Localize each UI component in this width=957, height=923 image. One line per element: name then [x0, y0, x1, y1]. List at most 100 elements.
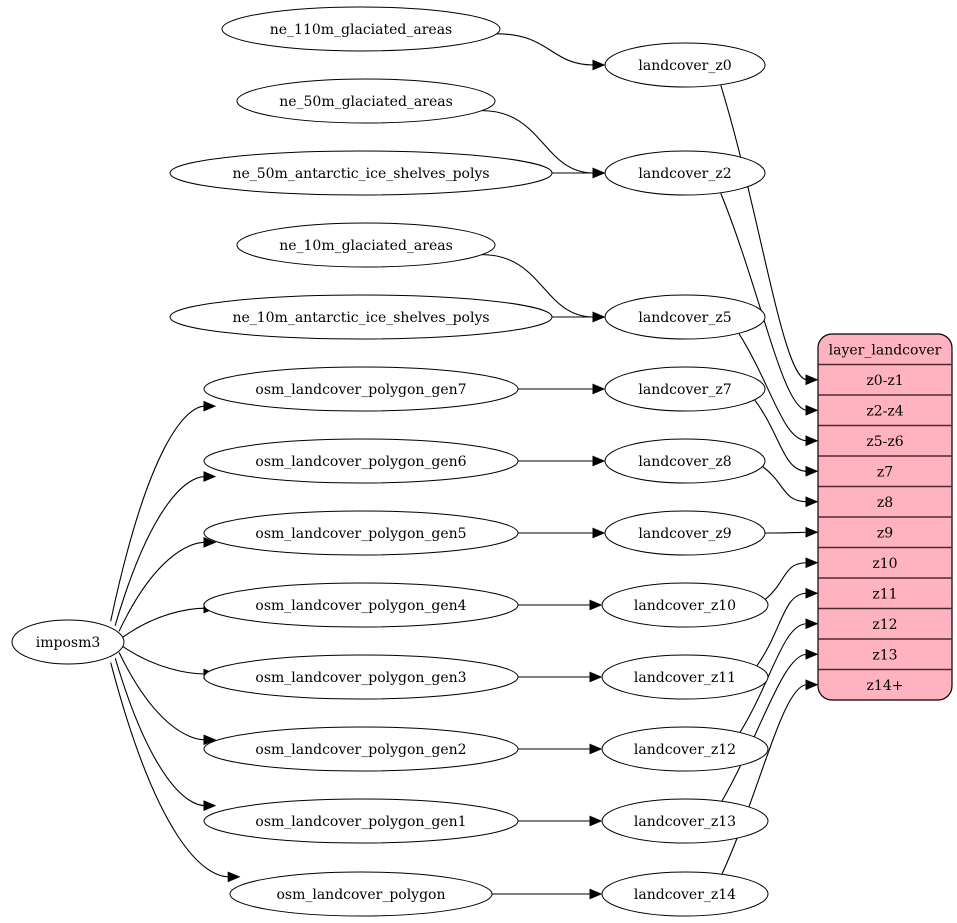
edge-ne_110m_glaciated_areas-to-landcover_z0 [496, 33, 606, 71]
edges-layer [110, 33, 819, 900]
node-landcover_z5[interactable]: landcover_z5 [604, 294, 766, 340]
node-label: ne_50m_antarctic_ice_shelves_polys [232, 166, 489, 182]
node-ellipse [203, 798, 519, 844]
edge-line [720, 85, 808, 381]
table-row-z2-z4[interactable]: z2-z4 [818, 394, 952, 419]
node-label: osm_landcover_polygon_gen3 [255, 670, 466, 686]
node-osm_landcover_polygon_gen6[interactable]: osm_landcover_polygon_gen6 [203, 438, 519, 484]
node-ne_10m_glaciated_areas[interactable]: ne_10m_glaciated_areas [236, 222, 496, 268]
node-osm_landcover_polygon[interactable]: osm_landcover_polygon [229, 871, 493, 917]
table-row-label: z2-z4 [866, 403, 903, 419]
node-landcover_z9[interactable]: landcover_z9 [604, 510, 766, 556]
node-ellipse [169, 294, 553, 340]
arrow-head [203, 734, 217, 746]
node-imposm3[interactable]: imposm3 [11, 619, 125, 665]
table-row-z11[interactable]: z11 [818, 577, 952, 602]
edge-line [738, 333, 808, 442]
node-ne_50m_antarctic_ice_shelves_polys[interactable]: ne_50m_antarctic_ice_shelves_polys [169, 150, 553, 196]
arrow-head [805, 648, 819, 660]
node-osm_landcover_polygon_gen7[interactable]: osm_landcover_polygon_gen7 [203, 366, 519, 412]
node-label: osm_landcover_polygon_gen6 [255, 454, 466, 470]
node-ne_110m_glaciated_areas[interactable]: ne_110m_glaciated_areas [221, 6, 501, 52]
node-landcover_z8[interactable]: landcover_z8 [604, 438, 766, 484]
node-ellipse [601, 798, 769, 844]
node-ellipse [203, 438, 519, 484]
layer-landcover-table[interactable]: layer_landcover z0-z1 z2-z4 z5-z6 z7 z8 z9 z10 z… [817, 333, 953, 701]
arrow-head [805, 587, 819, 599]
node-osm_landcover_polygon_gen4[interactable]: osm_landcover_polygon_gen4 [203, 582, 519, 628]
node-label: landcover_z13 [634, 814, 736, 830]
node-label: osm_landcover_polygon_gen5 [255, 526, 466, 542]
edge-line [721, 684, 808, 874]
arrow-head [805, 618, 819, 630]
node-ellipse [203, 654, 519, 700]
edge-osm_landcover_polygon_gen3-to-landcover_z11 [518, 671, 603, 683]
node-landcover_z2[interactable]: landcover_z2 [604, 150, 766, 196]
edge-line [764, 562, 808, 600]
table-row-z13[interactable]: z13 [818, 638, 952, 663]
table-row-z7[interactable]: z7 [818, 455, 952, 480]
edge-line [110, 405, 206, 622]
edge-imposm3-to-osm_landcover_polygon_gen3 [121, 645, 217, 680]
arrow-head [592, 311, 606, 323]
edge-imposm3-to-osm_landcover_polygon_gen5 [118, 537, 217, 632]
node-label: imposm3 [36, 635, 101, 651]
node-label: landcover_z7 [638, 382, 731, 398]
edge-osm_landcover_polygon_gen1-to-landcover_z13 [518, 815, 603, 827]
edge-landcover_z8-to-table-z8 [762, 466, 819, 508]
arrow-head [589, 671, 603, 683]
node-osm_landcover_polygon_gen1[interactable]: osm_landcover_polygon_gen1 [203, 798, 519, 844]
node-landcover_z10[interactable]: landcover_z10 [601, 582, 769, 628]
node-ellipse [604, 366, 766, 412]
node-landcover_z14[interactable]: landcover_z14 [601, 871, 769, 917]
edge-line [482, 110, 595, 174]
table-row-z5-z6[interactable]: z5-z6 [818, 424, 952, 450]
arrow-head [805, 557, 819, 569]
edge-imposm3-to-osm_landcover_polygon [110, 662, 241, 883]
table-row-z10[interactable]: z10 [818, 546, 952, 572]
arrow-head [805, 435, 819, 447]
node-label: osm_landcover_polygon_gen4 [255, 598, 466, 614]
table-row-z9[interactable]: z9 [818, 516, 952, 541]
node-ellipse [203, 510, 519, 556]
table-row-z8[interactable]: z8 [818, 485, 952, 511]
node-osm_landcover_polygon_gen5[interactable]: osm_landcover_polygon_gen5 [203, 510, 519, 556]
node-ellipse [604, 294, 766, 340]
node-label: osm_landcover_polygon_gen7 [255, 382, 466, 398]
node-ne_10m_antarctic_ice_shelves_polys[interactable]: ne_10m_antarctic_ice_shelves_polys [169, 294, 553, 340]
edge-line [721, 653, 808, 802]
node-ellipse [229, 871, 493, 917]
edge-landcover_z2-to-table-z2-z4 [720, 193, 819, 416]
node-landcover_z7[interactable]: landcover_z7 [604, 366, 766, 412]
arrow-head [592, 527, 606, 539]
table-row-z0-z1[interactable]: z0-z1 [818, 363, 952, 389]
node-landcover_z0[interactable]: landcover_z0 [604, 42, 766, 88]
table-header-cell[interactable]: layer_landcover [829, 342, 942, 358]
node-label: landcover_z11 [634, 670, 736, 686]
node-label: osm_landcover_polygon_gen2 [255, 742, 466, 758]
arrow-head [805, 465, 819, 477]
node-ellipse [604, 42, 766, 88]
node-ellipse [169, 150, 553, 196]
node-ellipse [604, 150, 766, 196]
table-row-z14+[interactable]: z14+ [818, 668, 952, 694]
arrow-head [592, 383, 606, 395]
node-ellipse [236, 78, 496, 124]
arrow-head [227, 871, 241, 883]
node-osm_landcover_polygon_gen3[interactable]: osm_landcover_polygon_gen3 [203, 654, 519, 700]
arrow-head [203, 800, 217, 811]
table-row-label: z13 [872, 647, 897, 663]
node-ne_50m_glaciated_areas[interactable]: ne_50m_glaciated_areas [236, 78, 496, 124]
node-label: landcover_z5 [638, 310, 731, 326]
node-osm_landcover_polygon_gen2[interactable]: osm_landcover_polygon_gen2 [203, 726, 519, 772]
edge-line [482, 254, 595, 318]
node-landcover_z12[interactable]: landcover_z12 [601, 726, 769, 772]
node-landcover_z13[interactable]: landcover_z13 [601, 798, 769, 844]
table-row-z12[interactable]: z12 [818, 607, 952, 633]
edge-landcover_z0-to-table-z0-z1 [720, 85, 819, 386]
edge-line [114, 658, 205, 807]
node-ellipse [236, 222, 496, 268]
table-row-label: z12 [872, 617, 897, 633]
node-landcover_z11[interactable]: landcover_z11 [601, 654, 769, 700]
